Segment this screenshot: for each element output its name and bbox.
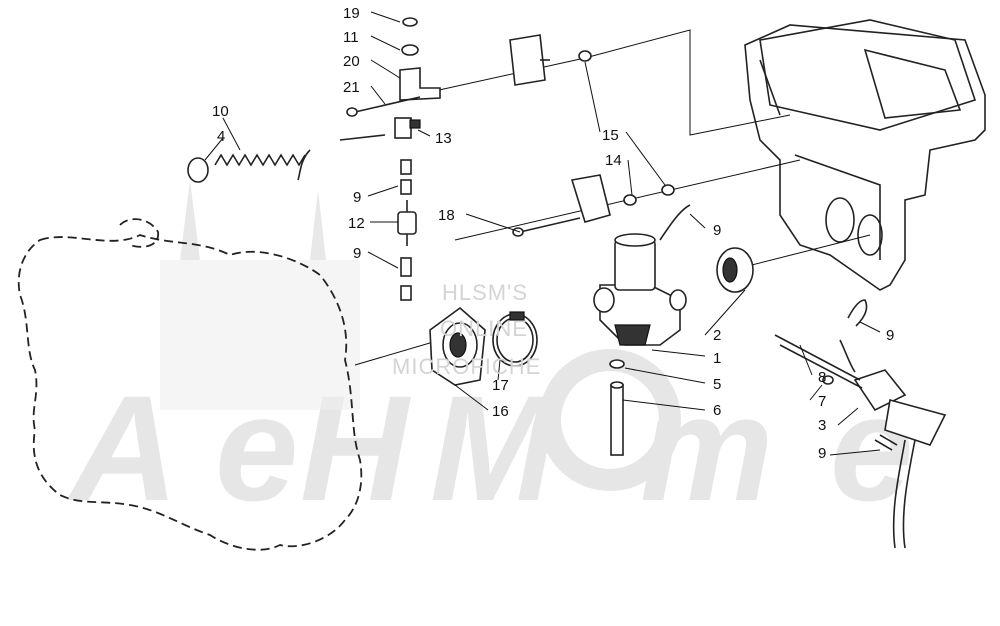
callout-10: 10 [212, 103, 229, 120]
callout-12: 12 [348, 215, 365, 232]
carburetor-1 [593, 204, 691, 346]
watermark-line-2: ONLINE [440, 316, 528, 341]
airbox [744, 19, 986, 291]
flange-16 [429, 306, 486, 386]
clip-5 [609, 359, 625, 369]
callout-9-right-top: 9 [886, 327, 894, 344]
bolt-21 [346, 96, 421, 117]
tube-6 [610, 381, 624, 456]
callout-19: 19 [343, 5, 360, 22]
grommet-15a [578, 50, 592, 62]
intake-boot-2 [716, 247, 754, 293]
svg-text:M: M [430, 364, 558, 532]
callout-9-carb: 9 [713, 222, 721, 239]
callout-5: 5 [713, 376, 721, 393]
washer-19 [402, 17, 418, 27]
block-top [509, 34, 550, 86]
callout-2: 2 [713, 327, 721, 344]
leader-lines [204, 11, 881, 456]
hose-9-lower [400, 257, 412, 277]
hose-8 [774, 334, 861, 381]
bracket-20 [399, 67, 441, 101]
callout-3: 3 [818, 417, 826, 434]
callout-9-right-bottom: 9 [818, 445, 826, 462]
spring-10 [187, 153, 306, 183]
callout-15: 15 [602, 127, 619, 144]
watermark-line-3: MICROFICHE [392, 354, 541, 379]
watermark-logo: A e H M m e [66, 180, 913, 532]
fuel-pump-3 [853, 369, 947, 446]
callout-21: 21 [343, 79, 360, 96]
callout-1: 1 [713, 350, 721, 367]
callout-13: 13 [435, 130, 452, 147]
bolt-18 [512, 174, 611, 237]
washer-11 [401, 44, 419, 56]
callout-18: 18 [438, 207, 455, 224]
callout-8: 8 [818, 369, 826, 386]
watermark-line-1: HLSM'S [442, 280, 528, 305]
hose-9-mid [400, 179, 412, 195]
callout-9-left-upper: 9 [353, 189, 361, 206]
hose-9-right-bottom [892, 439, 916, 549]
grommet-15b [661, 184, 675, 196]
callout-11: 11 [343, 29, 359, 46]
callout-4: 4 [217, 128, 225, 145]
callout-16: 16 [492, 403, 509, 420]
fuel-filter-12 [397, 200, 417, 246]
engine-outline [17, 234, 363, 551]
hose-9-bottom [400, 285, 412, 301]
callout-14: 14 [605, 152, 622, 169]
hose-9-right-top [847, 299, 868, 327]
fitting-13 [297, 117, 421, 181]
clamp-17 [492, 311, 538, 367]
hose-9-upper [400, 159, 412, 175]
callout-17: 17 [492, 377, 509, 394]
callout-9-left-lower: 9 [353, 245, 361, 262]
grommet-7 [822, 375, 834, 385]
callout-20: 20 [343, 53, 360, 70]
callout-7: 7 [818, 393, 826, 410]
spacer-14 [623, 194, 637, 206]
callout-6: 6 [713, 402, 721, 419]
